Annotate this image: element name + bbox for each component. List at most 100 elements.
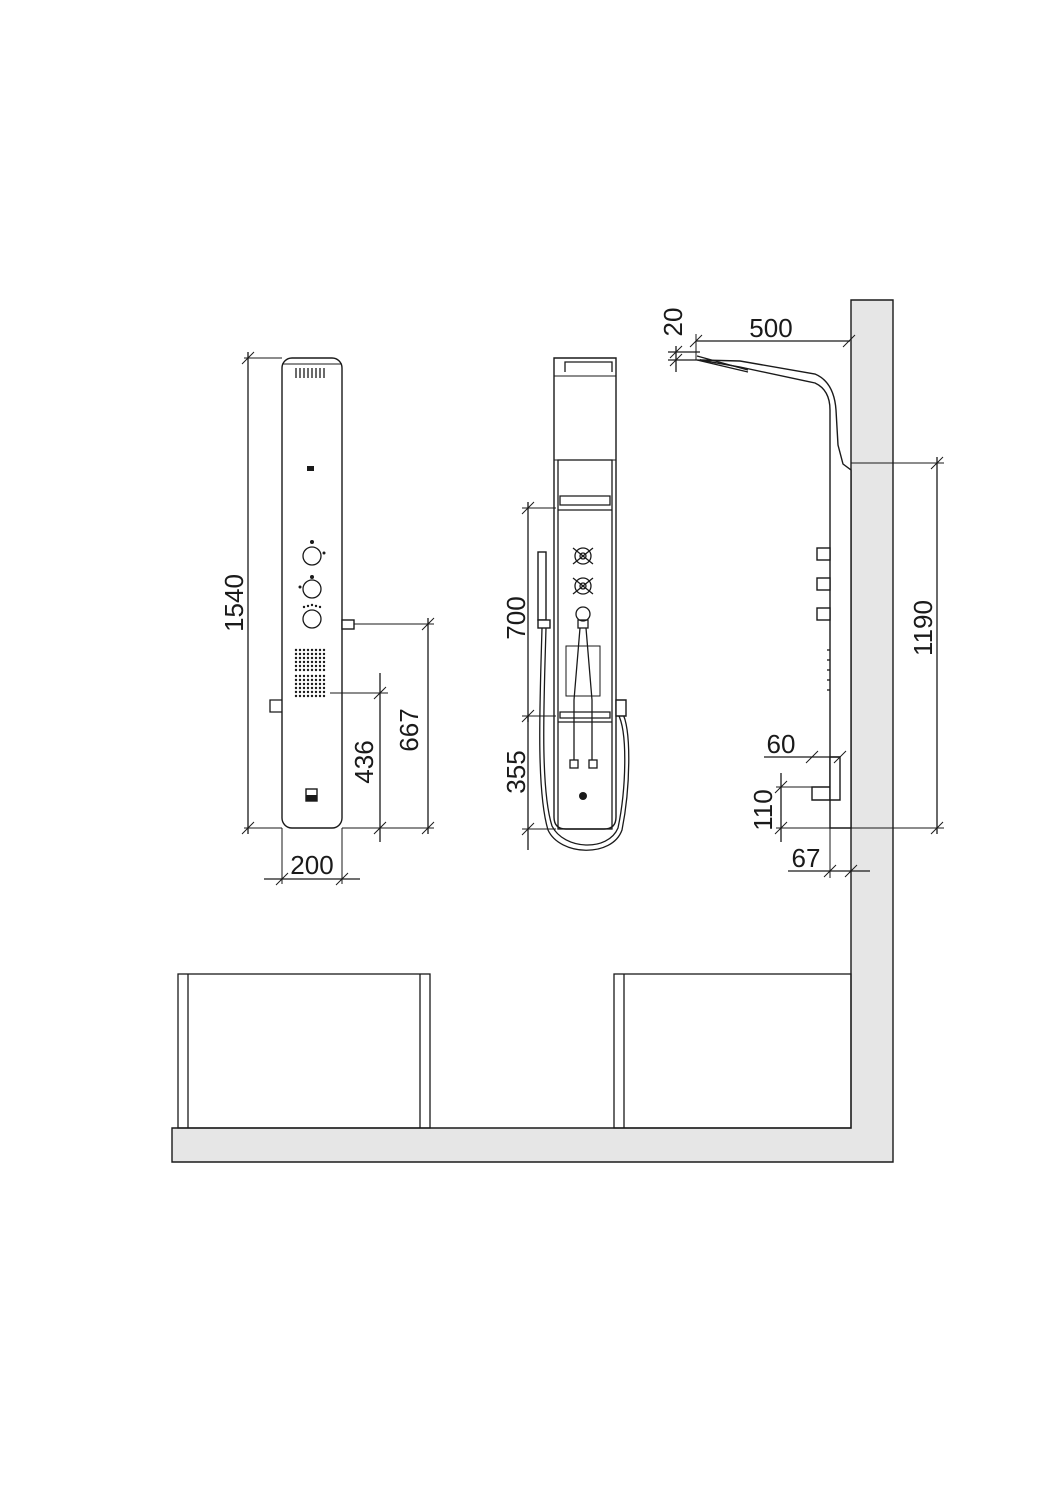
jet-hole bbox=[314, 668, 318, 672]
jet-hole bbox=[310, 668, 314, 672]
wall-and-floor bbox=[171, 299, 894, 1163]
jet-hole bbox=[298, 668, 302, 672]
jet-hole bbox=[318, 656, 322, 660]
side-view: 20 500 1190 60 bbox=[658, 308, 944, 878]
jet-hole bbox=[322, 694, 326, 698]
jet-hole bbox=[322, 690, 326, 694]
front-side-connector bbox=[269, 699, 282, 713]
jet-hole bbox=[310, 656, 314, 660]
jet-hole bbox=[310, 664, 314, 668]
jet-hole bbox=[298, 694, 302, 698]
dim-wall-span-label: 1190 bbox=[908, 600, 938, 656]
dim-panel-depth: 67 bbox=[788, 828, 870, 878]
dim-upper-span-label: 700 bbox=[501, 596, 531, 639]
jet-hole bbox=[306, 678, 310, 682]
jet-hole bbox=[314, 656, 318, 660]
jet-hole bbox=[298, 686, 302, 690]
jet-hole bbox=[302, 694, 306, 698]
jet-hole bbox=[318, 694, 322, 698]
dim-panel-depth-label: 67 bbox=[792, 843, 821, 873]
body-jets-lower bbox=[294, 674, 326, 698]
dim-outlet-height: 667 bbox=[342, 617, 435, 835]
jet-hole bbox=[318, 660, 322, 664]
jet-hole bbox=[302, 682, 306, 686]
body-jets-upper bbox=[294, 648, 326, 672]
dim-spout-projection: 60 bbox=[764, 729, 847, 764]
jet-hole bbox=[298, 656, 302, 660]
jet-hole bbox=[318, 678, 322, 682]
jet-hole bbox=[322, 652, 326, 656]
side-body-jets bbox=[827, 649, 830, 691]
front-view: 1540 200 667 436 bbox=[219, 351, 435, 886]
jet-hole bbox=[314, 682, 318, 686]
jet-hole bbox=[298, 648, 302, 652]
jet-hole bbox=[294, 652, 298, 656]
jet-hole bbox=[318, 668, 322, 672]
jet-hole bbox=[298, 690, 302, 694]
jet-hole bbox=[318, 664, 322, 668]
back-view: 700 355 bbox=[501, 357, 630, 851]
jet-hole bbox=[310, 648, 314, 652]
jet-hole bbox=[322, 682, 326, 686]
dim-width-label: 200 bbox=[290, 850, 333, 880]
jet-hole bbox=[306, 682, 310, 686]
back-channel bbox=[557, 459, 613, 830]
jet-hole bbox=[314, 686, 318, 690]
jet-hole bbox=[294, 660, 298, 664]
jet-hole bbox=[306, 686, 310, 690]
front-outlet bbox=[341, 619, 355, 630]
jet-hole bbox=[318, 648, 322, 652]
jet-hole bbox=[310, 694, 314, 698]
jet-hole bbox=[302, 648, 306, 652]
front-indicator bbox=[307, 466, 314, 471]
jet-hole bbox=[294, 690, 298, 694]
upper-bracket bbox=[558, 495, 612, 511]
jet-hole bbox=[306, 690, 310, 694]
jet-hole bbox=[298, 664, 302, 668]
jet-hole bbox=[318, 690, 322, 694]
jet-hole bbox=[306, 656, 310, 660]
jet-hole bbox=[294, 674, 298, 678]
front-panel-body bbox=[281, 357, 343, 829]
jet-hole bbox=[310, 652, 314, 656]
front-control-knobs bbox=[298, 540, 326, 629]
back-valves bbox=[572, 547, 594, 629]
jet-hole bbox=[322, 656, 326, 660]
jet-hole bbox=[322, 678, 326, 682]
jet-hole bbox=[322, 664, 326, 668]
jet-hole bbox=[318, 682, 322, 686]
dim-body-jet-height: 436 bbox=[330, 673, 388, 842]
jet-hole bbox=[298, 652, 302, 656]
jet-hole bbox=[302, 668, 306, 672]
jet-hole bbox=[302, 678, 306, 682]
back-outlet bbox=[615, 699, 627, 717]
side-knobs bbox=[816, 547, 831, 621]
jet-hole bbox=[310, 674, 314, 678]
jet-hole bbox=[294, 694, 298, 698]
dim-arm-projection: 500 bbox=[689, 313, 856, 360]
jet-hole bbox=[322, 674, 326, 678]
right-bathtub bbox=[613, 973, 852, 1129]
jet-hole bbox=[314, 678, 318, 682]
jet-hole bbox=[302, 664, 306, 668]
hand-shower bbox=[537, 551, 630, 851]
jet-hole bbox=[298, 660, 302, 664]
dim-total-height-label: 1540 bbox=[219, 574, 249, 632]
jet-hole bbox=[306, 664, 310, 668]
dim-lower-span: 355 bbox=[501, 716, 556, 850]
back-drain bbox=[579, 792, 587, 800]
dim-body-jet-height-label: 436 bbox=[349, 740, 379, 783]
jet-hole bbox=[302, 656, 306, 660]
jet-hole bbox=[318, 674, 322, 678]
jet-hole bbox=[306, 668, 310, 672]
jet-hole bbox=[322, 668, 326, 672]
jet-hole bbox=[298, 674, 302, 678]
dim-head-drop: 20 bbox=[658, 308, 700, 372]
jet-hole bbox=[310, 690, 314, 694]
jet-hole bbox=[314, 660, 318, 664]
jet-hole bbox=[310, 678, 314, 682]
dim-total-height: 1540 bbox=[219, 351, 282, 835]
jet-hole bbox=[306, 648, 310, 652]
dim-lower-span-label: 355 bbox=[501, 750, 531, 793]
